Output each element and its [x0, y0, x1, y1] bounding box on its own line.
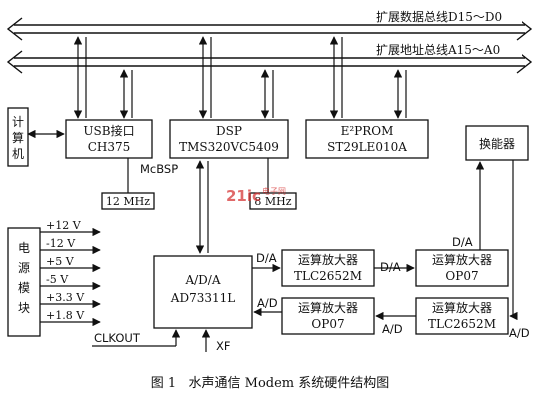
- ad-label-2: A/D: [382, 322, 403, 336]
- watermark-logo: 21ic: [226, 187, 261, 205]
- dsp-block: DSP TMS320VC5409: [169, 119, 289, 159]
- voltage-label: -12 V: [46, 237, 76, 250]
- amp-top-mid-chip: TLC2652M: [294, 269, 362, 283]
- watermark-sub: 电子网: [262, 186, 286, 196]
- dsp-chip: TMS320VC5409: [179, 140, 279, 154]
- power-label-4: 块: [18, 301, 30, 315]
- transducer-label: 换能器: [479, 137, 515, 151]
- computer-label-3: 机: [12, 147, 24, 161]
- usb-block: USB接口 CH375: [65, 119, 153, 159]
- amp-top-right-block: 运算放大器 OP07: [415, 249, 509, 287]
- usb-label: USB接口: [83, 123, 134, 138]
- voltage-label: +1.8 V: [46, 309, 85, 322]
- amp-bot-right-label: 运算放大器: [432, 300, 492, 315]
- eprom-block: E²PROM ST29LE010A: [305, 119, 429, 159]
- amp-bot-mid-block: 运算放大器 OP07: [281, 297, 375, 335]
- amp-bot-right-chip: TLC2652M: [428, 317, 496, 331]
- voltage-label: +5 V: [46, 255, 75, 268]
- usb-crystal: 12 MHz: [101, 192, 155, 210]
- amp-top-mid-label: 运算放大器: [298, 252, 358, 267]
- eprom-label: E²PROM: [341, 124, 394, 138]
- ad-label-3: A/D: [509, 326, 530, 340]
- codec-chip: AD73311L: [170, 291, 235, 305]
- usb-chip: CH375: [88, 140, 131, 154]
- power-label-1: 电: [18, 241, 30, 255]
- amp-bot-mid-chip: OP07: [311, 317, 344, 331]
- dsp-codec-link: [195, 160, 209, 254]
- mcbsp-label: McBSP: [140, 162, 178, 176]
- amp-bot-mid-label: 运算放大器: [298, 300, 358, 315]
- dsp-crystal-label: 8 MHz: [254, 195, 291, 208]
- site-watermark: 21ic 电子网: [226, 186, 286, 205]
- amp-bot-right-block: 运算放大器 TLC2652M: [415, 297, 509, 335]
- eprom-chip: ST29LE010A: [327, 140, 407, 154]
- codec-label: A/D/A: [184, 273, 220, 287]
- voltage-label: +12 V: [46, 219, 82, 232]
- power-block: 电 源 模 块: [7, 227, 41, 337]
- clkout-label: CLKOUT: [94, 331, 141, 345]
- voltage-label: +3.3 V: [46, 291, 85, 304]
- data-bus-label: 扩展数据总线D15～D0: [376, 9, 502, 24]
- voltage-label: -5 V: [46, 273, 69, 286]
- xf-label: XF: [216, 339, 231, 353]
- data-bus: 扩展数据总线D15～D0: [6, 9, 533, 41]
- da-label-1: D/A: [256, 251, 277, 265]
- power-label-2: 源: [18, 261, 30, 275]
- amp-top-right-label: 运算放大器: [432, 252, 492, 267]
- ad-label-1: A/D: [257, 296, 278, 310]
- figure-caption: 图 1 水声通信 Modem 系统硬件结构图: [151, 376, 390, 391]
- usb-bus-connectors: [73, 36, 133, 119]
- dsp-label: DSP: [216, 124, 242, 138]
- computer-label-1: 计: [12, 115, 24, 129]
- power-label-3: 模: [18, 281, 30, 295]
- eprom-bus-connectors: [329, 36, 407, 119]
- amp-top-mid-block: 运算放大器 TLC2652M: [281, 249, 375, 287]
- computer-label-2: 算: [12, 130, 24, 145]
- computer-block: 计 算 机: [7, 107, 29, 167]
- transducer-block: 换能器: [465, 125, 529, 161]
- amp-top-right-chip: OP07: [445, 269, 478, 283]
- usb-crystal-label: 12 MHz: [106, 195, 150, 208]
- codec-block: A/D/A AD73311L: [153, 255, 253, 329]
- da-label-2: D/A: [380, 260, 401, 274]
- voltage-rails: +12 V -12 V +5 V -5 V +3.3 V +1.8 V: [40, 219, 101, 327]
- dsp-crystal: 8 MHz: [249, 192, 297, 210]
- da-label-3: D/A: [452, 235, 473, 249]
- address-bus: 扩展地址总线A15～A0: [6, 43, 533, 74]
- address-bus-label: 扩展地址总线A15～A0: [376, 43, 500, 57]
- dsp-bus-connectors: [198, 36, 274, 119]
